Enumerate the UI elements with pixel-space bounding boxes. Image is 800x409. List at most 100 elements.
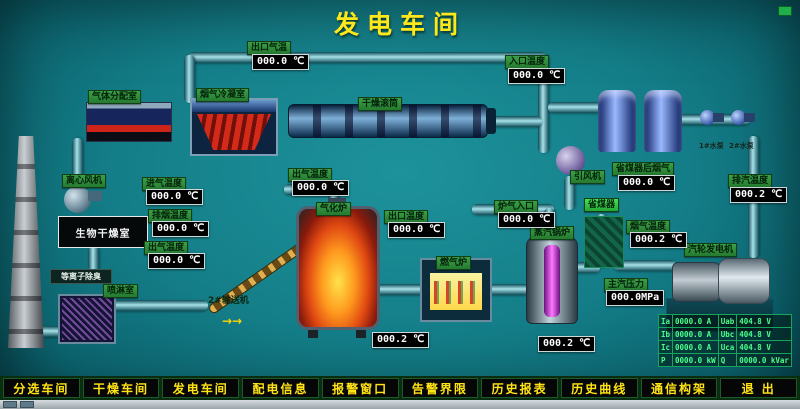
taskbar — [0, 400, 800, 409]
spray-chamber-fill — [62, 298, 112, 340]
drying-drum-unit — [288, 104, 488, 138]
label-flue-gas-condenser: 烟气冷凝室 — [196, 88, 250, 103]
table-cell: Ib — [657, 327, 674, 341]
display-exhaust-temp: 000.0 ℃ — [152, 221, 210, 237]
menu-item-6[interactable]: 历史报表 — [481, 378, 558, 398]
water-tank-1 — [598, 90, 636, 152]
table-cell: 0000.0 A — [672, 314, 719, 328]
menu-bar: 分选车间干燥车间发电车间配电信息报警窗口告警界限历史报表历史曲线通信构架退 出 — [0, 376, 800, 400]
menu-item-9[interactable]: 退 出 — [720, 378, 798, 398]
gas-furnace-flames — [434, 281, 478, 304]
pipe-left-drop — [72, 138, 83, 190]
menu-item-1[interactable]: 干燥车间 — [82, 378, 160, 398]
table-cell: 404.8 V — [736, 314, 792, 328]
menu-item-5[interactable]: 告警界限 — [401, 378, 479, 398]
display-exhaust-steam-temp: 000.2 ℃ — [730, 187, 788, 203]
chimney — [8, 136, 44, 348]
bio-drying-room-unit: 生物干燥室 — [58, 216, 148, 248]
label-gas-furnace: 燃气炉 — [436, 256, 472, 271]
table-cell: P — [657, 353, 674, 367]
pump-1 — [700, 110, 715, 125]
gas-distribution-unit — [86, 102, 172, 142]
label-spray-room: 喷淋室 — [103, 284, 139, 299]
label-economizer: 省煤器 — [584, 198, 620, 213]
pump-2-motor — [744, 113, 755, 122]
menu-item-7[interactable]: 历史曲线 — [560, 378, 638, 398]
menu-item-3[interactable]: 配电信息 — [242, 378, 319, 398]
label-pump-1: 1#水泵 — [699, 142, 724, 150]
label-centrifugal-fan: 离心风机 — [62, 174, 107, 189]
pipe-drum-outlet — [486, 116, 542, 127]
table-cell: 0000.0 kW — [672, 353, 719, 367]
label-pump-2: 2#水泵 — [729, 142, 754, 150]
gasifier-leg-left — [308, 330, 318, 338]
window-corner-badge[interactable] — [778, 6, 792, 16]
pump-2 — [731, 110, 746, 125]
table-cell: Uab — [717, 314, 738, 328]
label-gasifier: 气化炉 — [316, 202, 352, 217]
label-drying-drum: 干燥滚筒 — [358, 97, 403, 112]
pipe-fan-drop — [564, 176, 575, 210]
pipe-economizer-turbine — [614, 260, 676, 271]
gas-furnace-screen — [430, 273, 482, 310]
drum-end-cap — [486, 108, 496, 134]
table-cell: Ubc — [717, 327, 738, 341]
condenser-top-band — [192, 100, 276, 112]
generator-body — [718, 258, 770, 304]
steam-boiler-core — [544, 245, 560, 317]
pipe-tank-feed — [548, 102, 602, 113]
centrifugal-fan-outlet — [88, 191, 102, 201]
bio-drying-room-label: 生物干燥室 — [75, 228, 131, 240]
display-intake-temp: 000.0 ℃ — [146, 189, 204, 205]
water-tank-2 — [644, 90, 682, 152]
label-gas-distribution-room: 气体分配室 — [88, 90, 142, 105]
flue-gas-condenser-unit — [190, 98, 278, 156]
table-cell: 0000.0 A — [672, 340, 719, 354]
menu-item-4[interactable]: 报警窗口 — [321, 378, 399, 398]
display-boiler-bottom: 000.2 ℃ — [538, 336, 596, 352]
menu-item-8[interactable]: 通信构架 — [640, 378, 718, 398]
label-steam-boiler: 蒸汽锅炉 — [530, 226, 575, 241]
pipe-spray-out — [112, 300, 208, 311]
table-cell: 0000.0 A — [672, 327, 719, 341]
menu-item-2[interactable]: 发电车间 — [162, 378, 240, 398]
label-conveyor: 2#输送机 — [208, 296, 249, 306]
table-cell: 404.8 V — [736, 340, 792, 354]
display-gas-furnace-bottom: 000.2 ℃ — [372, 332, 430, 348]
display-flue-gas-temp: 000.2 ℃ — [630, 232, 688, 248]
pump-1-motor — [713, 113, 724, 122]
pipe-riser-right — [538, 55, 549, 153]
plasma-deodorizer-unit: 等离子除臭 — [50, 269, 112, 284]
display-outlet-gas-temp: 000.0 ℃ — [252, 54, 310, 70]
display-furnace-gas-inlet: 000.0 ℃ — [498, 212, 556, 228]
condenser-core — [197, 114, 271, 150]
display-economizer-flue: 000.0 ℃ — [618, 175, 676, 191]
table-cell: Uca — [717, 340, 738, 354]
display-main-steam-pressure: 000.0MPa — [606, 290, 665, 306]
pipe-top-run — [188, 52, 546, 63]
table-cell: Ia — [657, 314, 674, 328]
display-inlet-temp: 000.0 ℃ — [508, 68, 566, 84]
gasifier-leg-right — [356, 330, 366, 338]
menu-item-0[interactable]: 分选车间 — [3, 378, 80, 398]
spray-chamber-unit — [58, 294, 116, 344]
pipe-chimney-feed — [38, 326, 64, 337]
pipe-furnace-to-boiler — [488, 284, 530, 295]
table-cell: Q — [717, 353, 738, 367]
table-cell: Ic — [657, 340, 674, 354]
centrifugal-fan-unit — [64, 186, 91, 213]
table-cell: 0000.0 kVar — [736, 353, 792, 367]
economizer-unit — [584, 216, 624, 268]
label-turbine-generator: 汽轮发电机 — [684, 243, 738, 258]
turbine-body — [672, 262, 720, 302]
pipe-gasifier-to-furnace — [374, 284, 424, 295]
taskbar-start-button[interactable] — [3, 401, 17, 408]
taskbar-app-button[interactable] — [20, 401, 34, 408]
